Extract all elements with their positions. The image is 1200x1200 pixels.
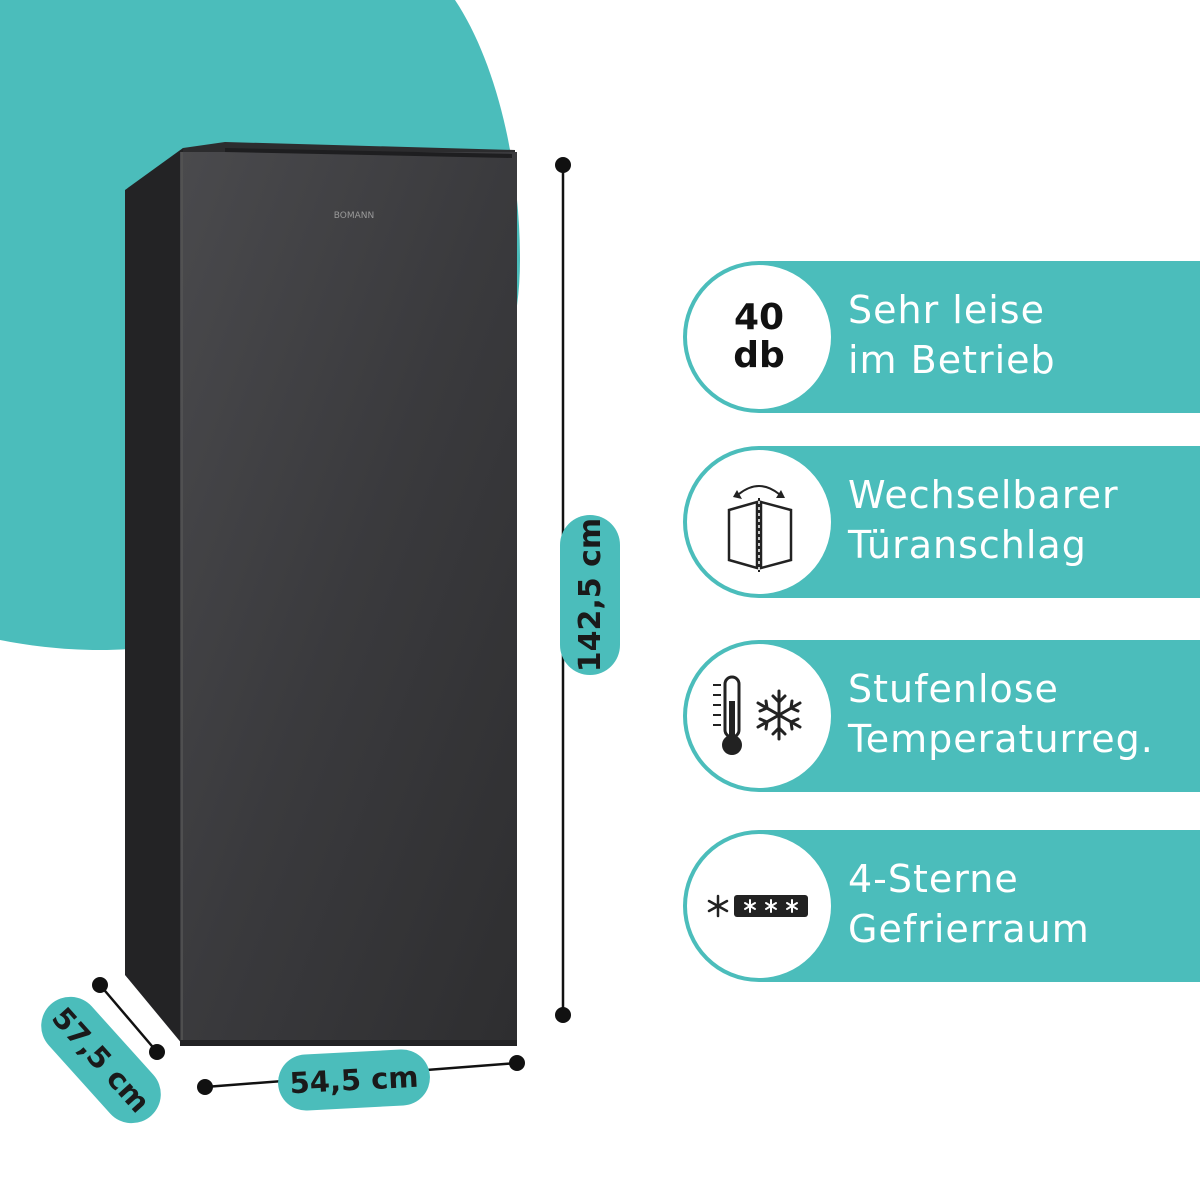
feature-quiet-text: Sehr leise im Betrieb <box>848 288 1056 382</box>
four-star-freezer-icon <box>687 834 831 978</box>
40db-icon: 40 db <box>687 265 831 409</box>
brand-logo: BOMANN <box>334 211 375 221</box>
feature-door: Wechselbarer Türanschlag <box>683 446 1200 598</box>
feature-temperature-text: Stufenlose Temperaturreg. <box>848 667 1154 761</box>
feature-freezer: 4-Sterne Gefrierraum <box>683 830 1200 982</box>
feature-temperature: Stufenlose Temperaturreg. <box>683 640 1200 792</box>
feature-freezer-text: 4-Sterne Gefrierraum <box>848 857 1090 951</box>
feature-quiet: 40 db Sehr leise im Betrieb <box>683 261 1200 413</box>
depth-dimension-line <box>99 984 158 1053</box>
feature-door-text: Wechselbarer Türanschlag <box>848 473 1119 567</box>
height-label: 142,5 cm <box>560 515 620 675</box>
door-reversible-icon <box>687 450 831 594</box>
width-label: 54,5 cm <box>276 1048 432 1112</box>
thermometer-snowflake-icon <box>687 644 831 788</box>
